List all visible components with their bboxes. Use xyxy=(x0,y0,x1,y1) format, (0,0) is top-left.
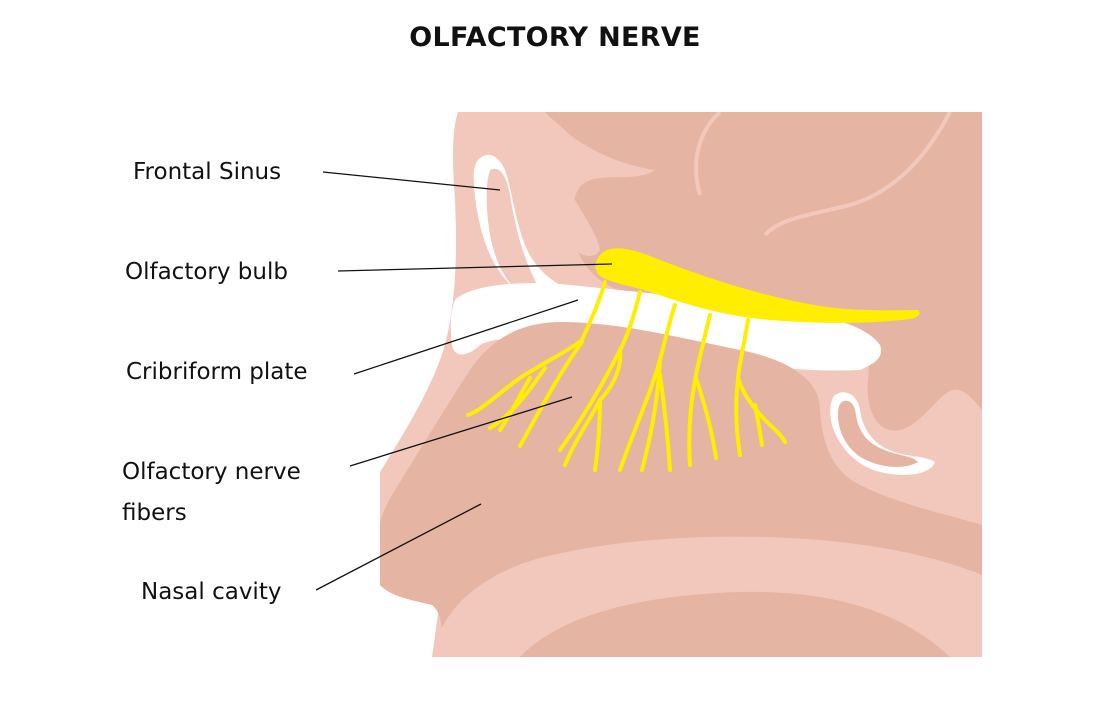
oral-tissue xyxy=(520,591,950,657)
nerve-fiber xyxy=(753,403,764,447)
nerve-fiber xyxy=(518,340,584,448)
label-olfactory-nerve-fibers-line2: fibers xyxy=(122,500,187,526)
nerve-fiber xyxy=(735,318,787,444)
nerve-fiber xyxy=(640,358,662,472)
nerve-fiber xyxy=(687,313,712,467)
olfactory-nerve-group xyxy=(466,248,920,472)
frontal-sinus xyxy=(486,168,537,295)
label-olfactory-nerve-fibers-line1: Olfactory nerve xyxy=(122,459,301,485)
turbinate-cavity xyxy=(830,392,935,475)
nerve-fiber xyxy=(593,398,602,472)
leader-line-cribriform-plate xyxy=(353,299,579,375)
nerve-fiber xyxy=(558,290,642,452)
nerve-fiber xyxy=(694,376,718,460)
nerve-fibers xyxy=(466,280,787,472)
label-olfactory-bulb: Olfactory bulb xyxy=(125,259,288,285)
nerve-fiber xyxy=(466,280,607,417)
nerve-fiber xyxy=(734,378,742,457)
leader-line-olfactory-bulb xyxy=(337,263,613,272)
brain-fold-2 xyxy=(763,112,952,237)
sinus-column xyxy=(520,112,600,256)
nerve-fiber xyxy=(658,373,672,472)
brain-fold-1 xyxy=(694,112,722,196)
anatomy-cross-section xyxy=(380,112,982,657)
leader-line-frontal-sinus xyxy=(322,171,501,191)
nerve-fiber xyxy=(488,366,547,430)
diagram-title: OLFACTORY NERVE xyxy=(409,22,701,53)
label-frontal-sinus: Frontal Sinus xyxy=(133,159,282,185)
label-cribriform-plate: Cribriform plate xyxy=(126,359,308,385)
label-nasal-cavity: Nasal cavity xyxy=(141,579,282,605)
leader-line-olfactory-nerve-fibers xyxy=(349,396,573,467)
leader-lines xyxy=(315,171,613,591)
olfactory-bulb-shape xyxy=(595,248,920,323)
cribriform-gap xyxy=(450,283,881,371)
turbinate xyxy=(838,400,918,467)
leader-line-nasal-cavity xyxy=(315,503,482,591)
